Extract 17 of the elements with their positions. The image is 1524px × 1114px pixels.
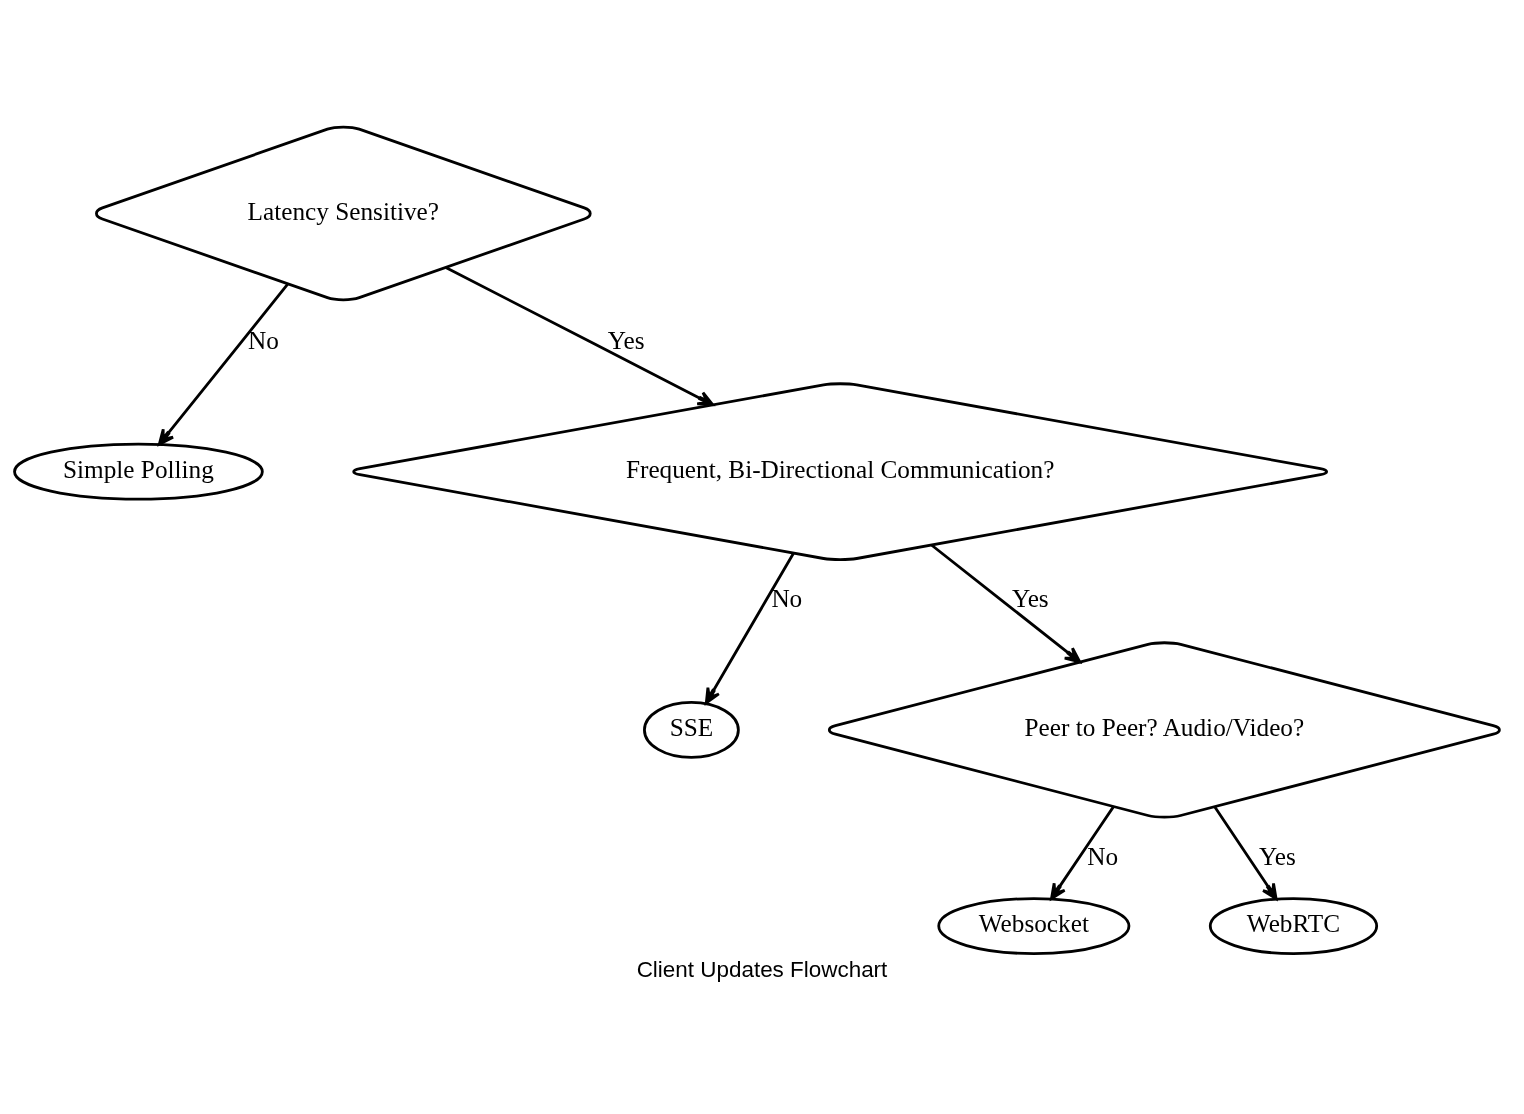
edge-label: No bbox=[771, 583, 803, 612]
arrow bbox=[1050, 805, 1115, 900]
edge-label: Yes bbox=[1011, 583, 1049, 612]
edge-label: Yes bbox=[607, 325, 645, 354]
edge-label: Yes bbox=[1258, 842, 1296, 871]
arrow bbox=[704, 552, 795, 705]
arrow bbox=[445, 266, 715, 407]
node-ellipse: Websocket bbox=[937, 897, 1131, 956]
edge-label: No bbox=[1087, 842, 1119, 871]
node-ellipse: WebRTC bbox=[1208, 897, 1379, 956]
arrow bbox=[157, 283, 289, 446]
caption: Client Updates Flowchart bbox=[636, 957, 888, 983]
arrow bbox=[930, 544, 1082, 664]
edge-label: No bbox=[247, 325, 279, 354]
node-ellipse: SSE bbox=[643, 701, 740, 759]
node-ellipse: Simple Polling bbox=[13, 442, 264, 501]
arrow bbox=[1213, 806, 1278, 901]
